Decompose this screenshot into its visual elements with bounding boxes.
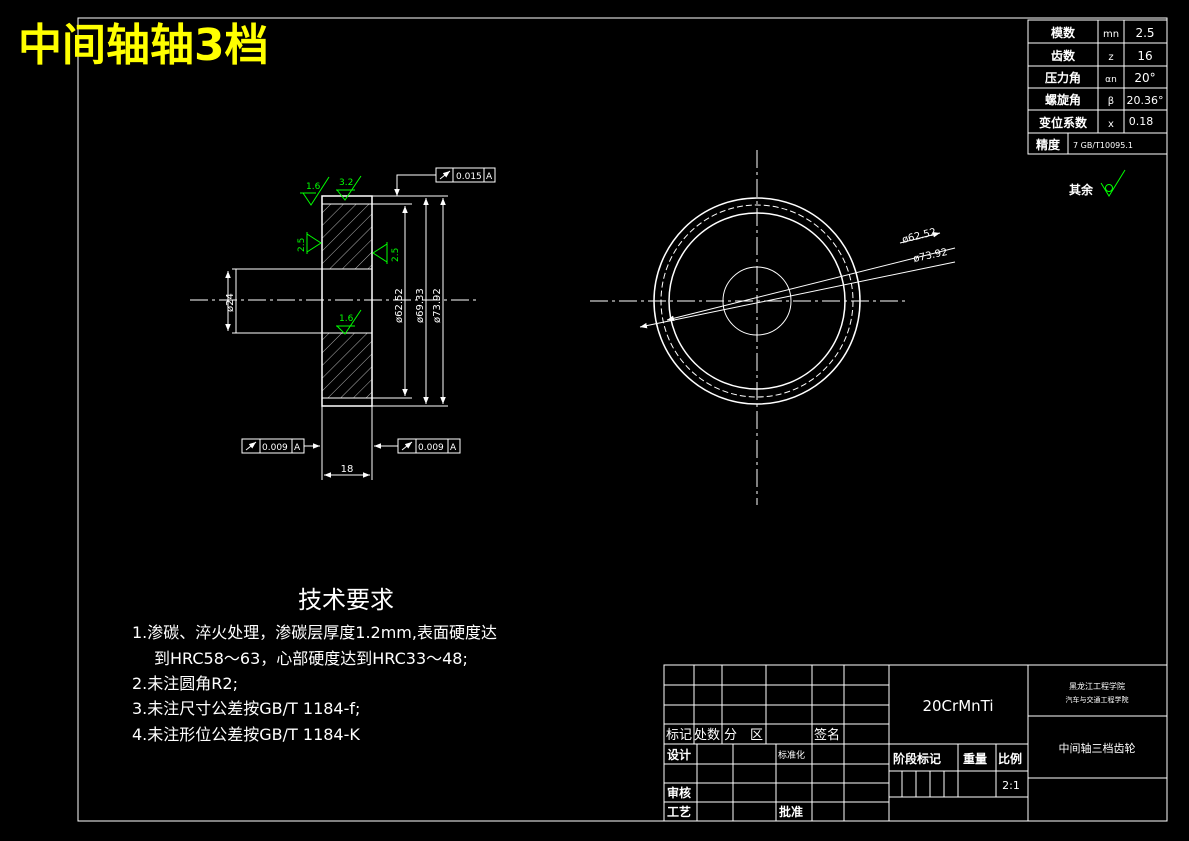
dim-width: 18 (341, 464, 354, 475)
tb-header-div: 分 (724, 728, 737, 743)
tb-process: 工艺 (667, 804, 691, 819)
param-symbol-teeth: z (1108, 52, 1113, 63)
param-label-teeth: 齿数 (1051, 48, 1076, 63)
roughness-face-left: 1.6 (300, 176, 330, 206)
section-view: ø62.52 ø69.33 ø73.92 ø24 18 0.015 A 0.00… (190, 167, 496, 480)
runout-tolerance-bottom-left: 0.009 A (241, 438, 320, 454)
svg-text:0.009: 0.009 (262, 443, 288, 453)
param-symbol-helix-angle: β (1108, 96, 1114, 107)
requirement-line-2: 到HRC58～63，心部硬度达到HRC33～48; (154, 649, 468, 668)
runout-tolerance-top: 0.015 A (394, 167, 496, 196)
roughness-bore: 1.6 (336, 309, 362, 335)
front-dim-inner: ø62.52 (901, 227, 937, 246)
tb-standardize: 标准化 (778, 749, 805, 761)
param-label-module: 模数 (1051, 25, 1076, 40)
svg-text:A: A (486, 172, 493, 182)
tb-material: 20CrMnTi (922, 697, 993, 715)
param-value-module: 2.5 (1135, 26, 1154, 40)
tb-weight: 重量 (963, 751, 987, 766)
runout-tolerance-bottom-right: 0.009 A (374, 438, 461, 454)
roughness-side-right: 2.5 (372, 242, 401, 264)
param-symbol-shift: x (1108, 119, 1114, 130)
param-value-pressure-angle: 20° (1134, 71, 1155, 85)
tb-approve: 批准 (779, 804, 803, 819)
svg-text:2.5: 2.5 (391, 248, 401, 262)
tb-school-1: 黑龙江工程学院 (1069, 681, 1125, 691)
front-view: ø62.52 ø73.92 (590, 150, 956, 505)
tb-header-sign: 签名 (814, 727, 840, 743)
drawing-frame (77, 17, 1168, 822)
requirements-heading: 技术要求 (298, 586, 394, 614)
param-label-shift: 变位系数 (1039, 115, 1088, 130)
requirement-line-3: 2.未注圆角R2; (132, 674, 238, 693)
svg-text:2.5: 2.5 (297, 238, 307, 252)
param-symbol-pressure-angle: αn (1105, 75, 1117, 85)
tb-design: 设计 (667, 747, 691, 762)
param-label-helix-angle: 螺旋角 (1045, 92, 1081, 107)
dim-bore: ø24 (225, 293, 236, 312)
tb-review: 审核 (667, 785, 691, 800)
svg-text:0.015: 0.015 (456, 172, 482, 182)
tb-scale: 2:1 (1002, 779, 1020, 792)
svg-text:3.2: 3.2 (339, 178, 353, 188)
tb-school-2: 汽车与交通工程学院 (1066, 695, 1129, 704)
dim-d2: ø69.33 (415, 288, 426, 323)
technical-requirements: 技术要求 1.渗碳、淬火处理，渗碳层厚度1.2mm,表面硬度达 到HRC58～6… (132, 586, 497, 744)
svg-text:A: A (294, 443, 301, 453)
tb-header-zone: 区 (750, 728, 763, 743)
requirement-line-1: 1.渗碳、淬火处理，渗碳层厚度1.2mm,表面硬度达 (132, 623, 497, 642)
tb-part-name: 中间轴三档齿轮 (1059, 741, 1136, 755)
rest-roughness-label: 其余 (1069, 182, 1094, 197)
svg-text:0.009: 0.009 (418, 443, 444, 453)
param-value-shift: 0.18 (1129, 115, 1154, 128)
tb-scale-label: 比例 (998, 751, 1022, 766)
gear-parameter-table: 模数 mn 2.5 齿数 z 16 压力角 αn 20° 螺旋角 β 20.36… (1027, 19, 1168, 155)
roughness-face-top: 3.2 (336, 175, 362, 201)
roughness-symbol-icon (1100, 169, 1126, 197)
roughness-side-left: 2.5 (297, 232, 322, 254)
tb-stage-mark: 阶段标记 (893, 751, 941, 766)
param-value-helix-angle: 20.36° (1127, 94, 1164, 107)
dim-d1: ø62.52 (394, 288, 405, 323)
param-value-teeth: 16 (1137, 49, 1152, 63)
precision-value: 7 GB/T10095.1 (1073, 141, 1133, 150)
tb-header-count: 处数 (694, 728, 720, 743)
svg-text:1.6: 1.6 (339, 314, 354, 324)
dim-d3: ø73.92 (432, 288, 443, 323)
param-symbol-module: mn (1103, 29, 1119, 40)
drawing-title: 中间轴轴3档 (18, 20, 269, 71)
front-dim-outer: ø73.92 (912, 247, 948, 265)
precision-label: 精度 (1036, 137, 1061, 152)
tb-header-mark: 标记 (666, 728, 692, 743)
svg-text:A: A (450, 443, 457, 453)
requirement-line-5: 4.未注形位公差按GB/T 1184-K (132, 725, 360, 744)
title-block: 标记 处数 分 区 签名 设计 标准化 审核 工艺 批准 20CrMnTi 黑龙… (663, 664, 1168, 822)
param-label-pressure-angle: 压力角 (1045, 70, 1081, 85)
requirement-line-4: 3.未注尺寸公差按GB/T 1184-f; (132, 699, 360, 718)
svg-text:1.6: 1.6 (306, 182, 321, 192)
